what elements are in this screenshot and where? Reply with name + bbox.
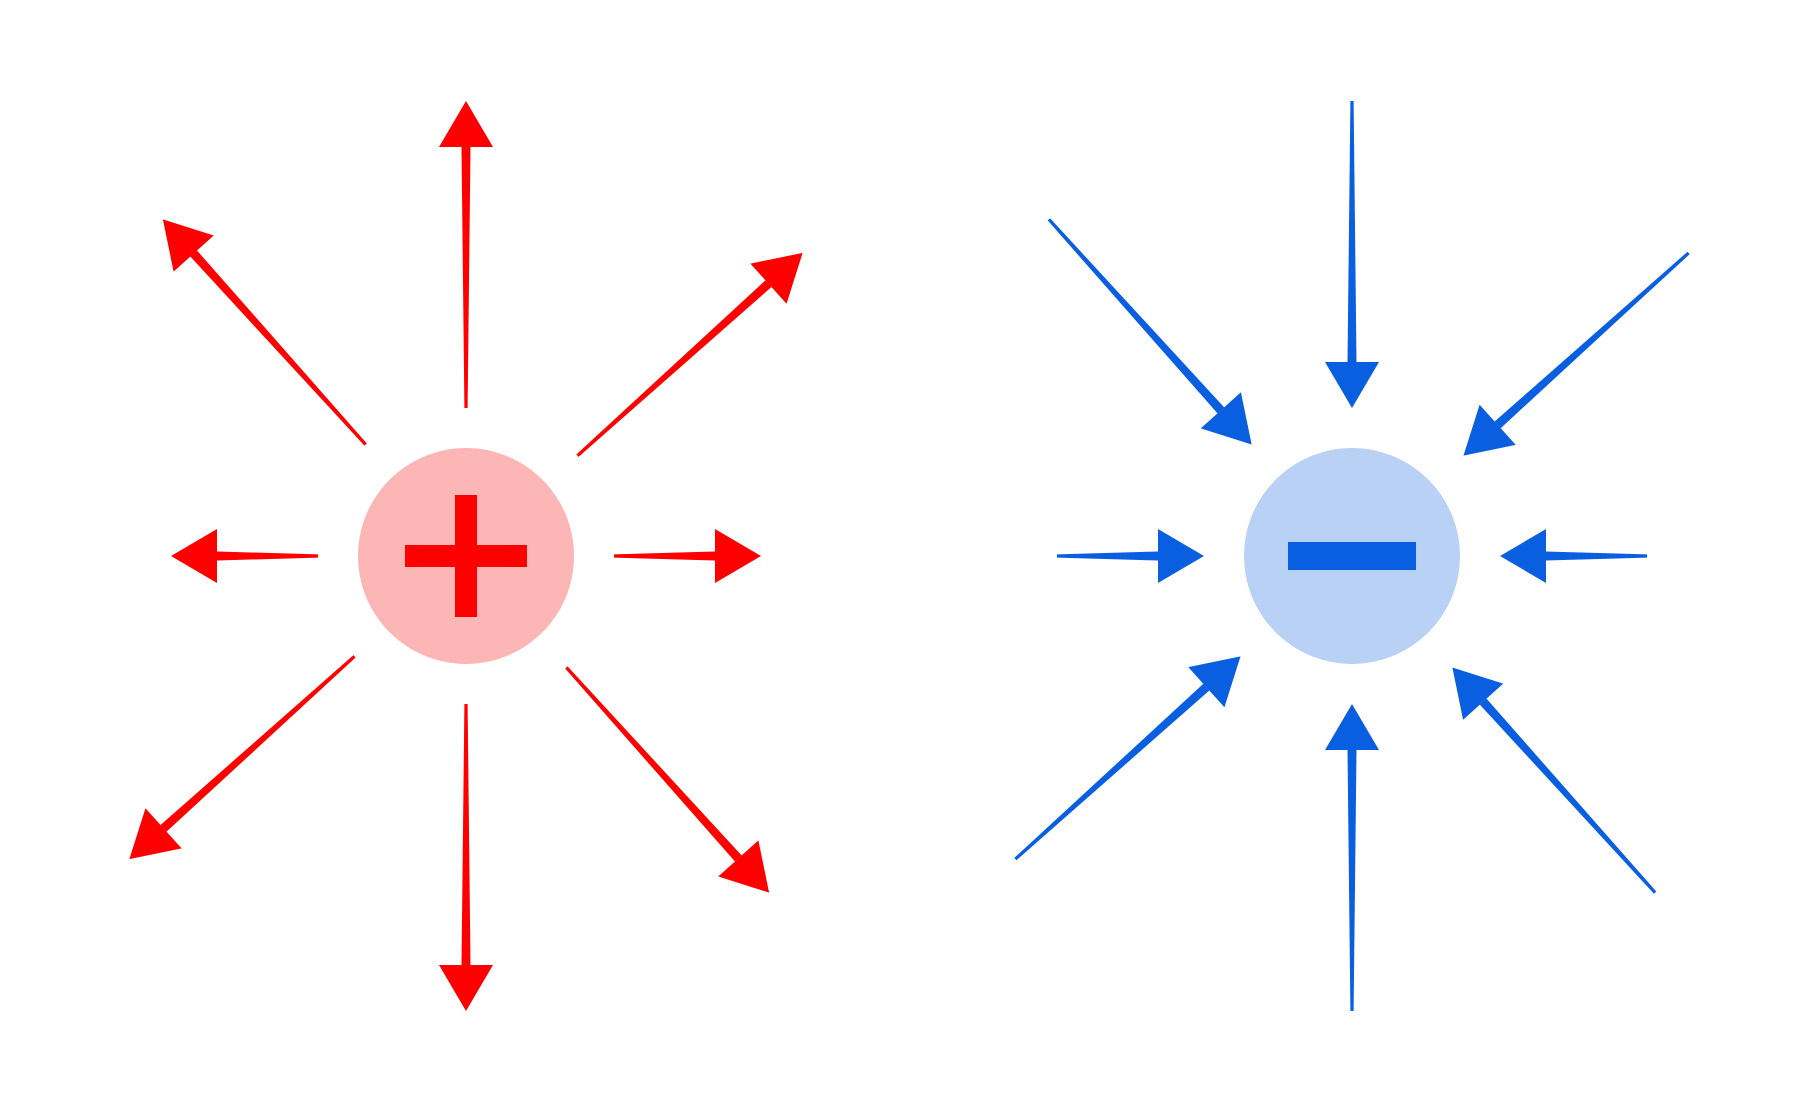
negative-arrow-head-up-right: [1463, 404, 1516, 456]
positive-arrow-shaft-right: [614, 551, 715, 561]
positive-arrow-head-down: [439, 965, 493, 1011]
negative-arrow-shaft-down: [1347, 750, 1357, 1011]
positive-arrow-shaft-down: [461, 704, 471, 965]
negative-arrow-head-right: [1500, 529, 1546, 583]
negative-arrow-shaft-up: [1347, 101, 1357, 362]
negative-arrow-shaft-up-right: [1494, 251, 1690, 429]
negative-arrow-shaft-left: [1057, 551, 1158, 561]
positive-arrow-shaft-up: [461, 147, 471, 408]
negative-arrow-head-up-left: [1200, 392, 1252, 445]
positive-arrow-head-up-left: [162, 219, 214, 272]
negative-arrow-head-up: [1325, 362, 1379, 408]
positive-arrow-head-right: [715, 529, 761, 583]
negative-arrow-shaft-down-left: [1014, 683, 1210, 861]
negative-arrow-shaft-up-left: [1047, 218, 1225, 414]
plus-sign-vertical: [455, 495, 477, 617]
positive-arrow-head-down-left: [129, 808, 182, 860]
negative-arrow-head-down: [1325, 704, 1379, 750]
positive-arrow-shaft-up-left: [190, 250, 367, 446]
negative-arrow-head-down-left: [1188, 656, 1241, 708]
positive-arrow-shaft-down-right: [565, 666, 742, 862]
positive-arrow-shaft-left: [217, 551, 318, 561]
negative-arrow-head-down-right: [1452, 667, 1504, 720]
negative-field-arrows: [1014, 101, 1690, 1011]
positive-field-arrows: [129, 101, 803, 1011]
positive-charge-group: [129, 101, 803, 1011]
positive-arrow-shaft-up-right: [576, 280, 772, 457]
positive-arrow-head-up-right: [750, 252, 803, 304]
positive-arrow-head-up: [439, 101, 493, 147]
minus-sign: [1288, 542, 1416, 570]
positive-arrow-head-left: [171, 529, 217, 583]
negative-arrow-shaft-down-right: [1479, 698, 1657, 894]
negative-arrow-shaft-right: [1546, 551, 1647, 561]
positive-arrow-head-down-right: [718, 840, 770, 893]
negative-arrow-head-left: [1158, 529, 1204, 583]
negative-charge-group: [1014, 101, 1690, 1011]
positive-arrow-shaft-down-left: [160, 655, 356, 832]
